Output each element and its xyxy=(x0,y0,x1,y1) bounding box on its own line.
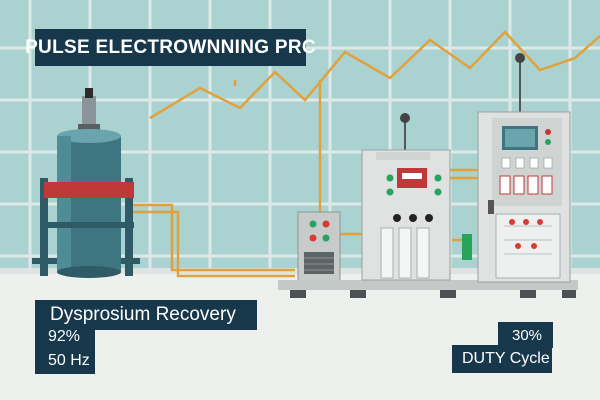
equipment-platform xyxy=(278,280,578,298)
pulse-waveform-icon xyxy=(149,30,600,120)
electrolysis-tank-icon xyxy=(32,88,140,278)
power-supply-icon xyxy=(297,211,341,283)
duty-cycle-value: 30% xyxy=(498,322,553,348)
recovery-percent: 92% xyxy=(35,325,95,349)
control-cabinet-icon xyxy=(361,113,451,281)
recovery-label: Dysprosium Recovery xyxy=(35,300,257,330)
process-title-banner: PULSE ELECTROWNNING PRC xyxy=(25,29,316,66)
duty-cycle-label: DUTY Cycle xyxy=(452,345,552,373)
monitor-icon xyxy=(502,126,538,150)
pulse-frequency: 50 Hz xyxy=(35,348,95,374)
control-rack-icon xyxy=(462,53,571,283)
